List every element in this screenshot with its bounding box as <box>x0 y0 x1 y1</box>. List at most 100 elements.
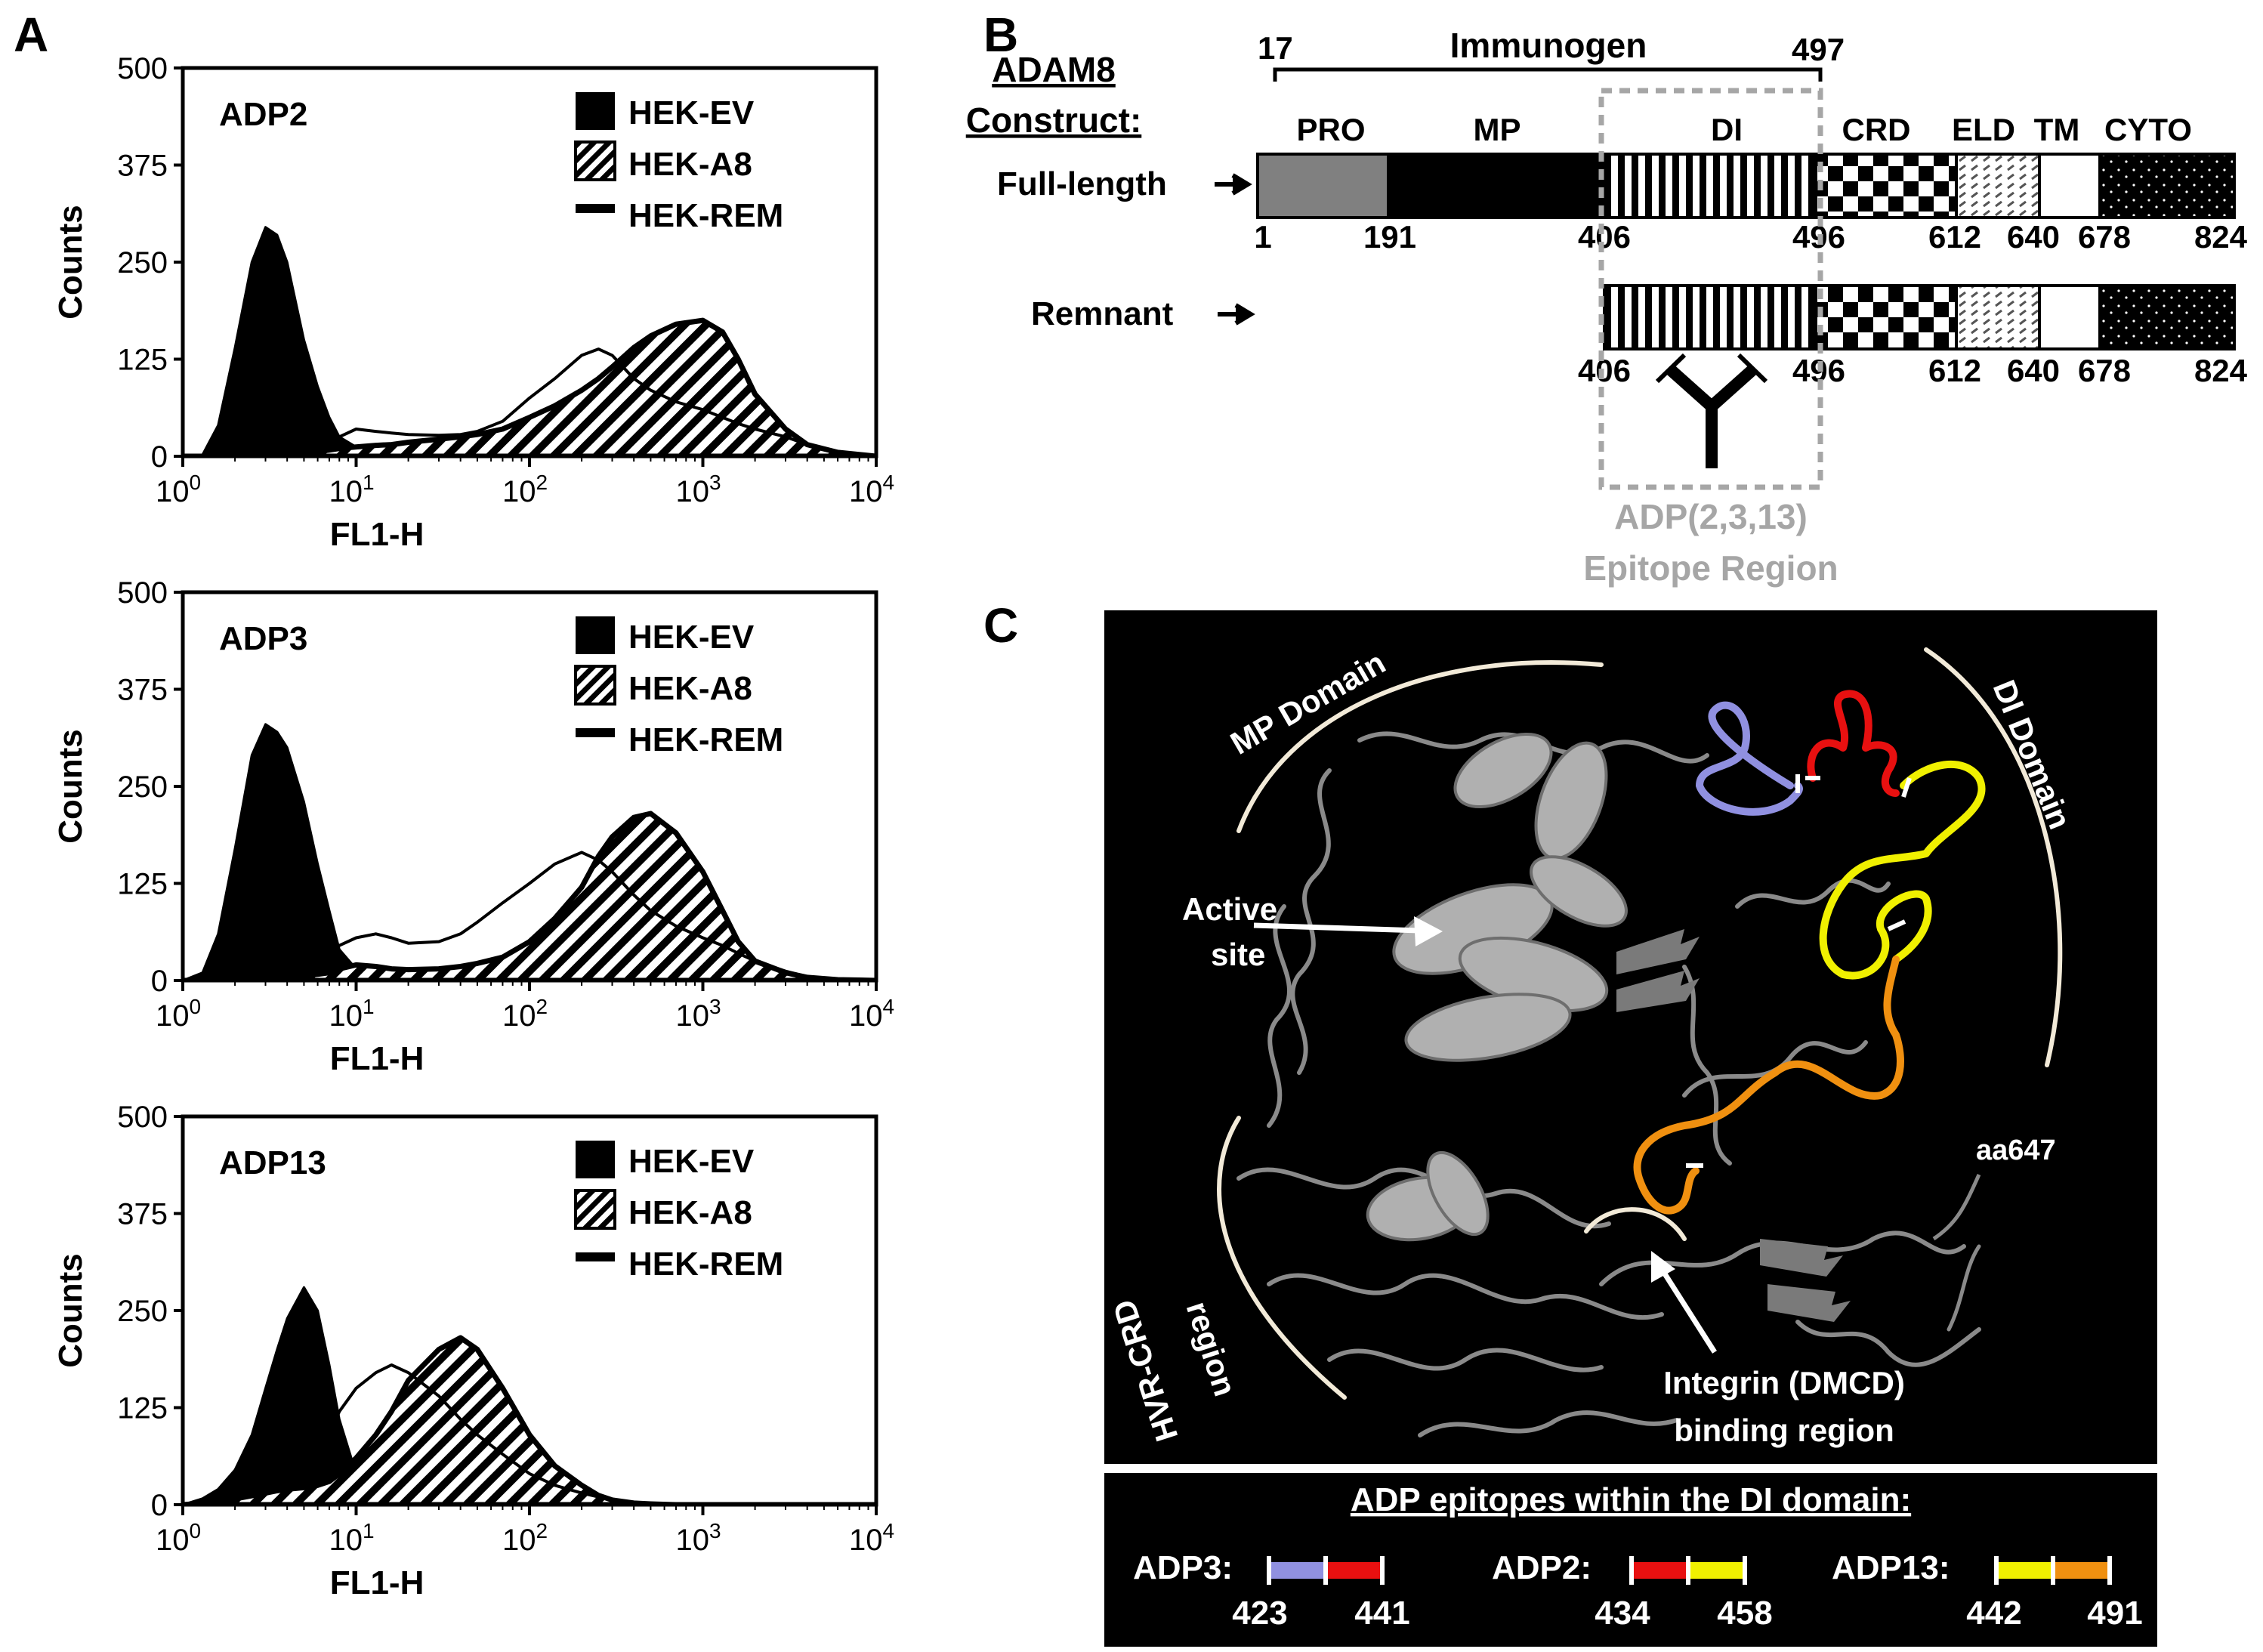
y-tick-label: 125 <box>117 868 168 901</box>
pos-678: 678 <box>2078 219 2131 255</box>
legend-label: HEK-REM <box>628 197 783 234</box>
aa647-pointer <box>1932 1173 1981 1241</box>
y-tick-label: 375 <box>117 150 168 183</box>
x-tick-label: 104 <box>849 1519 894 1557</box>
rem-pos-406: 406 <box>1578 353 1631 388</box>
integrin-label-1: Integrin (DMCD) <box>1663 1365 1905 1400</box>
epitope-region: ADP(2,3,13) Epitope Region <box>1583 88 1838 588</box>
y-tick-label: 250 <box>117 246 168 279</box>
x-tick-label: 100 <box>156 471 201 508</box>
domain-arcs <box>1217 647 2063 1400</box>
legend-swatch-ev <box>576 616 615 654</box>
y-tick-label: 500 <box>117 52 168 85</box>
integrin-arrow <box>1651 1251 1717 1354</box>
panel-label-b: B <box>983 8 1018 62</box>
x-tick-label: 103 <box>675 1519 721 1557</box>
pos-612: 612 <box>1928 219 1981 255</box>
epitope-adp13: ADP13: 442 491 <box>1832 1549 2143 1632</box>
pos-640: 640 <box>2007 219 2060 255</box>
series-hek-rem <box>183 1363 876 1505</box>
epitope-adp2-start: 434 <box>1595 1595 1650 1632</box>
y-tick-label: 0 <box>151 440 168 474</box>
histogram-title: ADP13 <box>219 1144 326 1181</box>
x-tick-label: 102 <box>502 1519 548 1557</box>
epitope-adp13-start: 442 <box>1966 1595 2021 1632</box>
pos-191: 191 <box>1363 219 1416 255</box>
rem-pos-612: 612 <box>1928 353 1981 388</box>
epitope-boundary-ticks <box>1686 774 1912 1168</box>
series-hek-a8 <box>183 317 876 456</box>
x-tick-label: 100 <box>156 1519 201 1557</box>
beta-strands <box>1616 929 1851 1322</box>
pos-824: 824 <box>2194 219 2248 255</box>
legend-swatch-ev <box>576 92 615 130</box>
rem-pos-640: 640 <box>2007 353 2060 388</box>
antibody-icon <box>1655 353 1768 468</box>
y-tick-label: 250 <box>117 770 168 804</box>
panel-label-c: C <box>983 598 1018 653</box>
panel-label-a: A <box>14 8 48 62</box>
legend-swatch-a8 <box>574 665 616 706</box>
series-hek-rem <box>183 851 876 980</box>
x-tick-label: 102 <box>502 471 548 508</box>
remnant-label: Remnant <box>1031 295 1174 332</box>
rem-pos-824: 824 <box>2194 353 2248 388</box>
x-tick-label: 103 <box>675 471 721 508</box>
legend-label: HEK-EV <box>628 1143 755 1180</box>
series-hek-ev <box>183 226 876 456</box>
x-tick-label: 104 <box>849 995 894 1033</box>
rem-pos-678: 678 <box>2078 353 2131 388</box>
epitope-loops <box>1633 690 1986 1215</box>
legend-swatch-a8 <box>574 1189 616 1230</box>
y-axis-label: Counts <box>52 205 89 320</box>
immunogen-start: 17 <box>1258 30 1293 66</box>
active-site-arrow <box>1253 916 1443 946</box>
domain-tm: TM <box>2034 112 2080 147</box>
series-group <box>183 1286 876 1505</box>
domain-eld: ELD <box>1952 112 2015 147</box>
domain-crd: CRD <box>1842 112 1911 147</box>
x-axis-label: FL1-H <box>330 1564 425 1601</box>
aa647-label: aa647 <box>1976 1135 2056 1166</box>
loop-red <box>1807 690 1900 797</box>
epitope-adp2-label: ADP2: <box>1492 1549 1592 1586</box>
histogram-title: ADP2 <box>219 96 307 133</box>
di-domain-arc <box>1924 647 2063 1067</box>
legend-label: HEK-REM <box>628 721 783 758</box>
y-tick-label: 375 <box>117 674 168 707</box>
y-tick-label: 0 <box>151 965 168 998</box>
epitope-legend: ADP epitopes within the DI domain: ADP3:… <box>1104 1473 2157 1647</box>
x-tick-label: 101 <box>329 471 374 508</box>
construct-title-line2: Construct: <box>966 100 1142 140</box>
epitope-label-1: ADP(2,3,13) <box>1614 497 1808 536</box>
histogram-title: ADP3 <box>219 620 307 657</box>
legend-swatch-rem <box>576 1252 615 1261</box>
y-tick-label: 375 <box>117 1198 168 1231</box>
legend-label: HEK-EV <box>628 619 755 656</box>
legend-swatch-ev <box>576 1141 615 1178</box>
x-tick-label: 103 <box>675 995 721 1033</box>
epitope-adp13-end: 491 <box>2087 1595 2142 1632</box>
y-tick-label: 500 <box>117 1101 168 1134</box>
legend-swatch-rem <box>576 204 615 213</box>
loop-orange <box>1633 956 1904 1215</box>
immunogen-end: 497 <box>1792 32 1845 67</box>
y-axis-label: Counts <box>52 1253 89 1368</box>
mp-domain-arc <box>1236 660 1604 833</box>
x-tick-label: 104 <box>849 471 894 508</box>
epitope-label-2: Epitope Region <box>1583 548 1838 588</box>
epitope-adp13-label: ADP13: <box>1832 1549 1950 1586</box>
legend-label: HEK-REM <box>628 1246 783 1283</box>
legend-swatch-rem <box>576 728 615 737</box>
x-tick-label: 101 <box>329 1519 374 1557</box>
loop-yellow <box>1819 760 1986 980</box>
domain-cyto: CYTO <box>2104 112 2192 147</box>
y-tick-label: 125 <box>117 344 168 377</box>
series-group <box>183 723 876 980</box>
epitope-adp3-label: ADP3: <box>1133 1549 1233 1586</box>
legend-swatch-a8 <box>574 140 616 181</box>
